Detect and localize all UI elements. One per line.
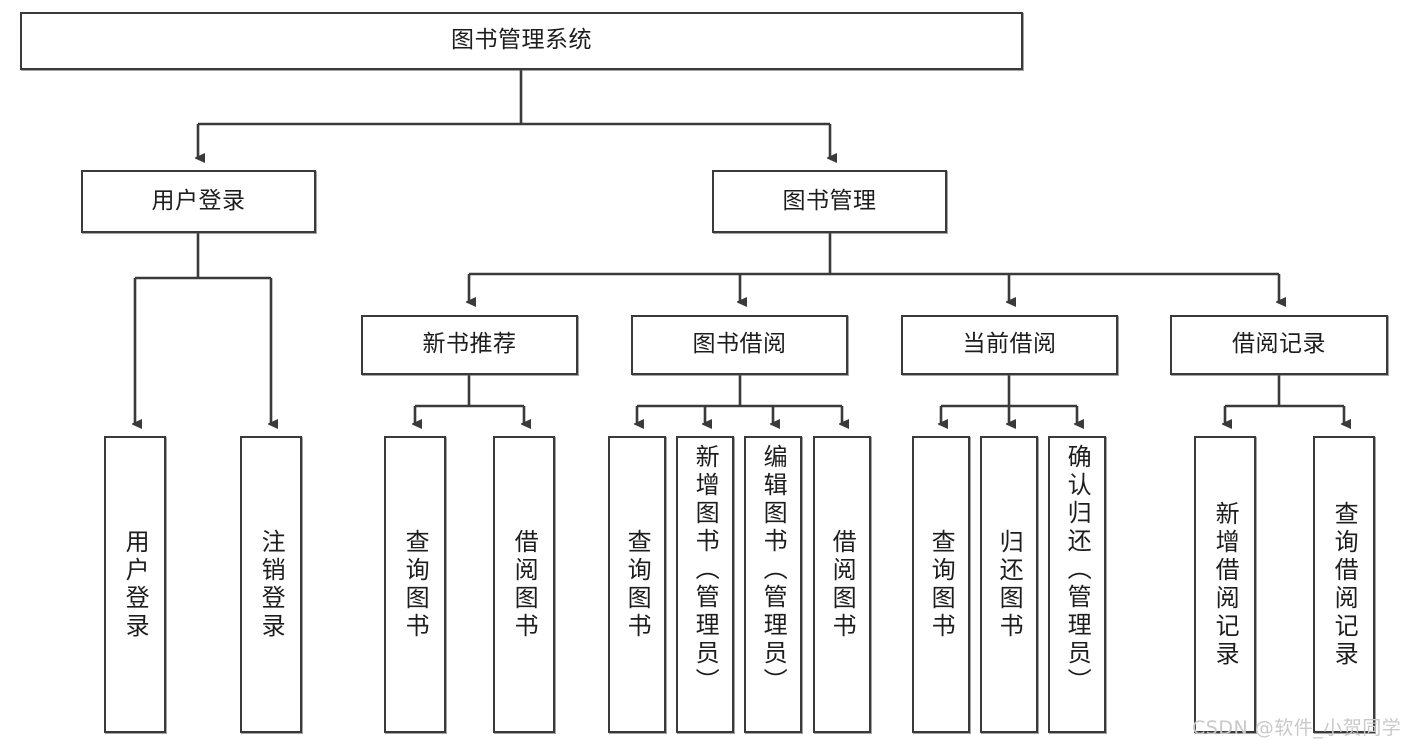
- leaf-user-login-login[interactable]: 用户登录: [104, 436, 166, 733]
- node-root-system[interactable]: 图书管理系统: [20, 12, 1023, 70]
- leaf-borrow-query-book[interactable]: 查询图书: [608, 436, 666, 733]
- leaf-records-add-record[interactable]: 新增借阅记录: [1194, 436, 1256, 733]
- leaf-borrow-add-book-admin[interactable]: 新增图书（管理员）: [676, 436, 734, 733]
- leaf-current-query-book[interactable]: 查询图书: [912, 436, 970, 733]
- leaf-borrow-borrow-book[interactable]: 借阅图书: [813, 436, 871, 733]
- node-new-book-recommend[interactable]: 新书推荐: [361, 315, 578, 375]
- leaf-current-return-book[interactable]: 归还图书: [980, 436, 1038, 733]
- leaf-current-confirm-return-admin[interactable]: 确认归还（管理员）: [1048, 436, 1106, 733]
- node-borrow-records[interactable]: 借阅记录: [1170, 315, 1388, 375]
- node-user-login[interactable]: 用户登录: [81, 170, 316, 233]
- leaf-recommend-query-book[interactable]: 查询图书: [384, 436, 446, 733]
- csdn-watermark: CSDN @软件_小贺同学: [1192, 717, 1402, 739]
- node-book-management[interactable]: 图书管理: [712, 170, 947, 233]
- leaf-recommend-borrow-book[interactable]: 借阅图书: [493, 436, 555, 733]
- leaf-user-login-logout[interactable]: 注销登录: [240, 436, 302, 733]
- node-current-borrow[interactable]: 当前借阅: [901, 315, 1118, 375]
- leaf-borrow-edit-book-admin[interactable]: 编辑图书（管理员）: [744, 436, 802, 733]
- node-book-borrow[interactable]: 图书借阅: [631, 315, 848, 375]
- leaf-records-query-record[interactable]: 查询借阅记录: [1313, 436, 1375, 733]
